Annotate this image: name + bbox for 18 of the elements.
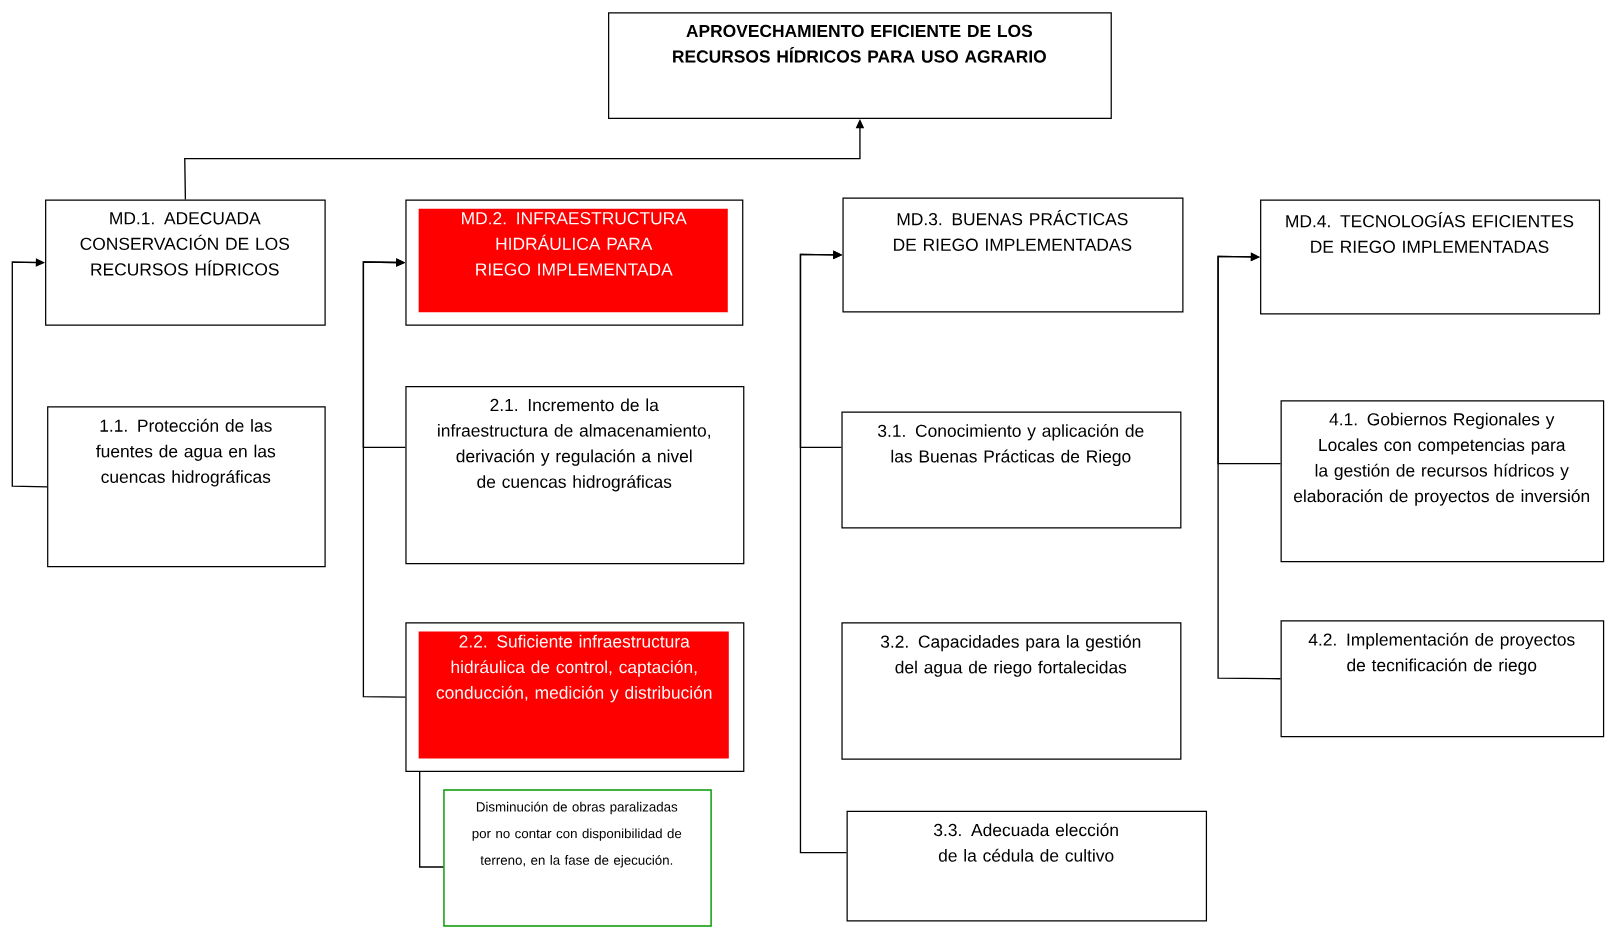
- arrow: [799, 250, 848, 854]
- title-box: APROVECHAMIENTO EFICIENTE DE LOS RECURSOS HÍDRICOS PARA USO AGRARIO: [608, 12, 1112, 119]
- process-box: MD.3. BUENAS PRÁCTICAS DE RIEGO IMPLEMENTADAS: [842, 197, 1184, 313]
- process-box: 3.3. Adecuada elección de la cédula de cultivo: [846, 810, 1208, 922]
- arrow: [362, 258, 407, 698]
- process-box: 3.2. Capacidades para la gestión del agua de riego fortalecidas: [841, 622, 1182, 760]
- note-box: Disminución de obras paralizadas por no contar con disponibilidad de terreno, en la fase de ejecución.: [443, 789, 712, 927]
- arrow: [1217, 252, 1282, 680]
- process-box: 4.2. Implementación de proyectos de tecnificación de riego: [1280, 620, 1605, 737]
- highlighted-box: 2.2. Suficiente infraestructura hidráulica de control, captación, conducción, medición y distribución: [405, 622, 745, 772]
- arrow: [11, 258, 48, 488]
- process-box: 1.1. Protección de las fuentes de agua en las cuencas hidrográficas: [47, 406, 326, 568]
- process-box: 3.1. Conocimiento y aplicación de las Buenas Prácticas de Riego: [841, 411, 1182, 529]
- process-box: MD.4. TECNOLOGÍAS EFICIENTES DE RIEGO IMPLEMENTADAS: [1260, 199, 1601, 315]
- process-box: 2.1. Incremento de la infraestructura de almacenamiento, derivación y regulación a nivel de cuencas hidrográficas: [405, 385, 745, 565]
- process-box: MD.1. ADECUADA CONSERVACIÓN DE LOS RECURSOS HÍDRICOS: [45, 199, 326, 326]
- process-box: 4.1. Gobiernos Regionales y Locales con competencias para la gestión de recursos hídricos y elaboración de proyectos de inversión: [1280, 400, 1605, 562]
- highlighted-box: MD.2. INFRAESTRUCTURA HIDRÁULICA PARA RIEGO IMPLEMENTADA: [405, 199, 744, 326]
